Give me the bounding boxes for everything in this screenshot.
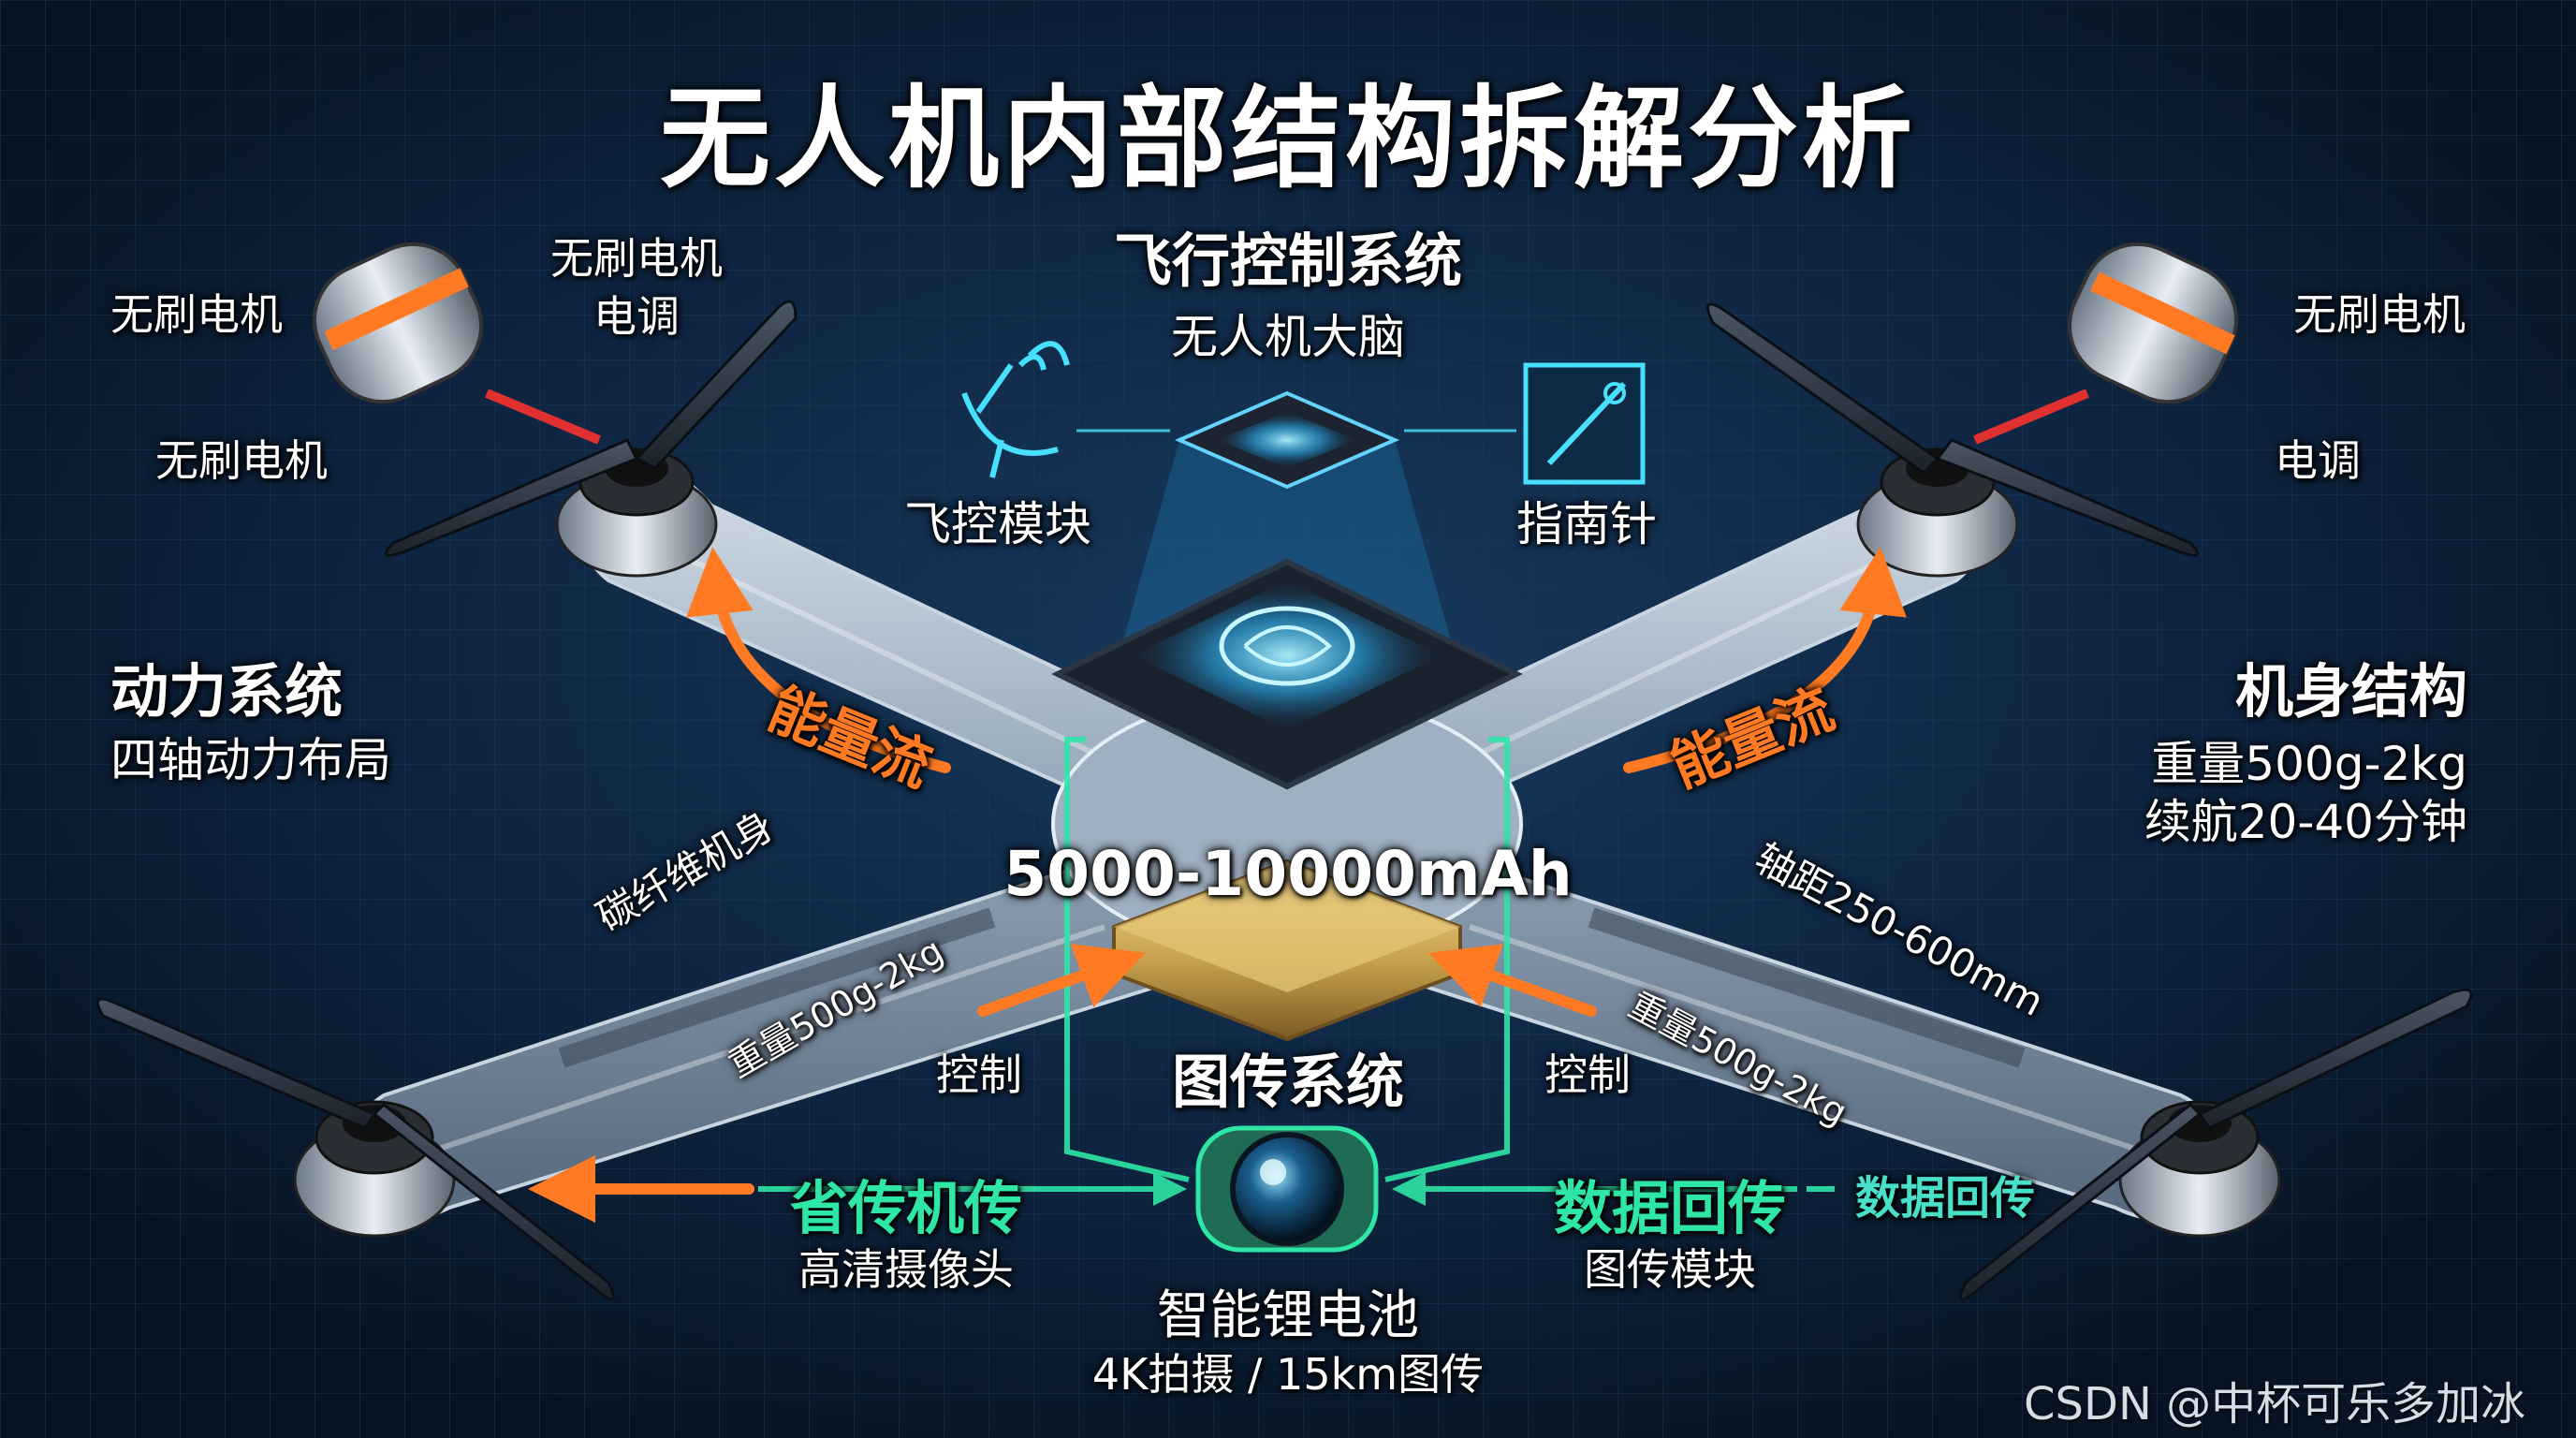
data-link-lines xyxy=(758,737,1835,1206)
flight-module-chip xyxy=(1174,390,1400,490)
motor-icon xyxy=(313,242,601,445)
propeller-icon xyxy=(384,300,798,557)
data-link-side-label: 数据回传 xyxy=(1855,1172,2036,1225)
motor-icon xyxy=(1973,242,2238,445)
flight-module-label: 飞控模块 xyxy=(904,497,1091,551)
airframe-title: 机身结构 xyxy=(2234,657,2467,726)
satellite-dish-icon xyxy=(961,341,1070,478)
camera-link-title: 省传机传 xyxy=(789,1174,1023,1242)
control-label-left: 控制 xyxy=(936,1049,1022,1100)
motor-esc-label-line1: 无刷电机 xyxy=(550,233,723,284)
motor-label-b: 无刷电机 xyxy=(155,435,328,486)
motor-label-a: 无刷电机 xyxy=(110,289,283,340)
power-system-subtitle: 四轴动力布局 xyxy=(110,733,391,787)
battery-capacity: 5000-10000mAh xyxy=(1003,838,1573,910)
battery-spec: 4K拍摄 / 15km图传 xyxy=(1091,1349,1485,1400)
battery-pack xyxy=(1112,858,1462,1042)
flight-control-title: 飞行控制系统 xyxy=(1113,227,1463,295)
power-system-title: 动力系统 xyxy=(110,657,344,726)
compass-label: 指南针 xyxy=(1516,497,1657,551)
motor-esc-label-line2: 电调 xyxy=(593,291,680,342)
propeller-icon xyxy=(95,997,616,1301)
data-link-title: 数据回传 xyxy=(1553,1174,1787,1242)
propeller-icon xyxy=(1958,988,2473,1301)
airframe-weight: 重量500g-2kg xyxy=(2151,737,2467,791)
motor-bottom-left xyxy=(293,1100,456,1238)
watermark: CSDN @中杯可乐多加冰 xyxy=(2024,1378,2526,1431)
propeller-icon xyxy=(1705,302,2200,557)
motor-label-right: 无刷电机 xyxy=(2293,289,2466,340)
battery-name: 智能锂电池 xyxy=(1157,1285,1419,1346)
energy-arrows xyxy=(528,547,1907,1223)
data-link-subtitle: 图传模块 xyxy=(1584,1244,1756,1295)
camera-lens-icon xyxy=(1195,1125,1379,1253)
page-title: 无人机内部结构拆解分析 xyxy=(659,74,1917,203)
compass-needle-icon xyxy=(1523,362,1646,485)
camera-link-subtitle: 高清摄像头 xyxy=(798,1244,1014,1295)
control-label-right: 控制 xyxy=(1544,1049,1631,1100)
flight-control-subtitle: 无人机大脑 xyxy=(1171,310,1405,364)
carbon-strips xyxy=(558,907,2026,1068)
video-system-title: 图传系统 xyxy=(1171,1048,1405,1116)
esc-label-right: 电调 xyxy=(2275,435,2361,486)
airframe-endurance: 续航20-40分钟 xyxy=(2144,795,2467,849)
brain-chip-icon xyxy=(1051,558,1523,790)
